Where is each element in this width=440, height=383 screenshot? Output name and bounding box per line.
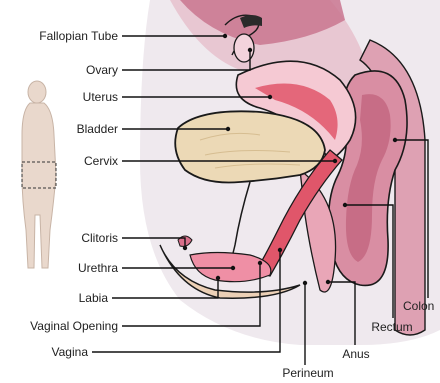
bladder-shape [175,111,325,182]
body-silhouette [22,81,56,268]
label-perineum: Perineum [282,366,333,380]
label-bladder: Bladder [77,122,118,136]
label-urethra: Urethra [78,261,118,275]
label-uterus: Uterus [83,90,118,104]
label-clitoris: Clitoris [81,231,118,245]
ovary-shape [234,34,254,62]
label-cervix: Cervix [84,154,118,168]
label-labia: Labia [79,291,109,305]
label-colon: Colon [403,299,434,313]
label-ovary: Ovary [86,63,118,77]
label-vagina: Vagina [52,345,89,359]
label-fallopian-tube: Fallopian Tube [39,29,118,43]
label-vaginal-opening: Vaginal Opening [30,319,118,333]
label-rectum: Rectum [371,320,412,334]
label-anus: Anus [342,347,369,361]
